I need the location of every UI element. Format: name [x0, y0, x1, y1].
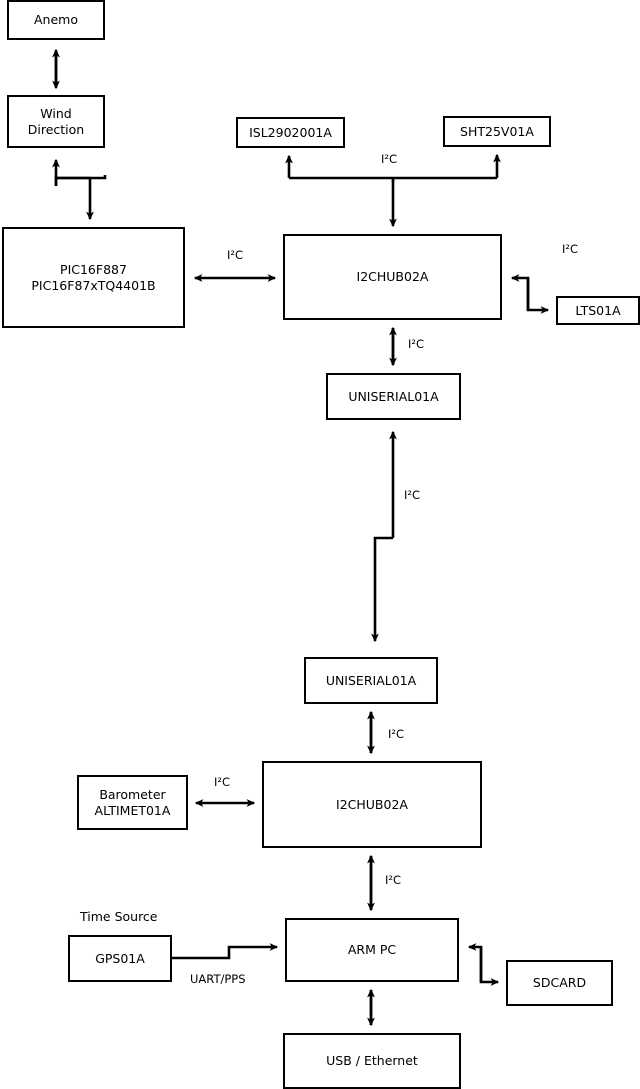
node-uniserial01a-top[interactable]: UNISERIAL01A: [326, 373, 461, 420]
wire-gps-arm: [172, 943, 279, 960]
node-anemo[interactable]: Anemo: [7, 0, 105, 40]
edge-label-i2c-hub-uniserial: I²C: [408, 337, 425, 351]
node-lts01a[interactable]: LTS01A: [556, 296, 640, 325]
node-i2chub02a-top-label: I2CHUB02A: [356, 269, 429, 285]
node-arm-pc[interactable]: ARM PC: [285, 918, 459, 982]
node-arm-pc-label: ARM PC: [347, 942, 397, 958]
node-lts01a-label: LTS01A: [575, 302, 621, 318]
node-i2chub02a-bottom-label: I2CHUB02A: [336, 796, 408, 812]
wire-hub-lts: [526, 278, 550, 314]
node-sdcard-label: SDCARD: [532, 975, 587, 991]
wire-lts-hub: [510, 274, 530, 310]
node-uniserial01a-bottom[interactable]: UNISERIAL01A: [304, 657, 438, 704]
node-pic-mcu-label: PIC16F887 PIC16F87xTQ4401B: [31, 261, 156, 293]
node-isl2902001a-label: ISL2902001A: [249, 124, 332, 140]
edge-label-i2c-pic-hub: I²C: [227, 248, 244, 262]
edge-label-i2c-uniserial-uniserial: I²C: [404, 488, 421, 502]
node-anemo-label: Anemo: [34, 12, 78, 28]
node-sdcard[interactable]: SDCARD: [506, 960, 613, 1006]
node-isl2902001a[interactable]: ISL2902001A: [236, 117, 345, 148]
node-usb-ethernet[interactable]: USB / Ethernet: [283, 1033, 461, 1089]
node-uniserial01a-top-label: UNISERIAL01A: [348, 388, 439, 404]
node-barometer-altimet01a[interactable]: Barometer ALTIMET01A: [77, 775, 188, 830]
edge-label-i2c-barometer: I²C: [214, 775, 231, 789]
wire-pic-wind-jog: [54, 175, 107, 186]
node-i2chub02a-bottom[interactable]: I2CHUB02A: [262, 761, 482, 848]
wire-arm-sdcard: [479, 947, 500, 986]
node-uniserial01a-bottom-label: UNISERIAL01A: [325, 672, 417, 688]
node-pic-mcu[interactable]: PIC16F887 PIC16F87xTQ4401B: [2, 227, 185, 328]
node-barometer-altimet01a-label: Barometer ALTIMET01A: [94, 786, 171, 818]
node-gps01a[interactable]: GPS01A: [68, 935, 172, 982]
edge-label-i2c-hub2-arm: I²C: [385, 873, 402, 887]
node-wind-direction-label: Wind Direction: [27, 105, 85, 137]
label-time-source: Time Source: [80, 909, 158, 924]
node-usb-ethernet-label: USB / Ethernet: [326, 1053, 418, 1069]
wire-sdcard-arm: [467, 943, 483, 982]
node-sht25v01a-label: SHT25V01A: [460, 123, 534, 139]
node-sht25v01a[interactable]: SHT25V01A: [443, 116, 551, 147]
edge-label-i2c-hub-lts: I²C: [562, 242, 579, 256]
edge-label-i2c-top-bus: I²C: [381, 152, 398, 166]
node-wind-direction[interactable]: Wind Direction: [7, 95, 105, 148]
wire-uni-uni-jog: [371, 536, 393, 643]
node-gps01a-label: GPS01A: [95, 950, 145, 966]
edge-label-i2c-uniserial-hub2: I²C: [388, 727, 405, 741]
node-i2chub02a-top[interactable]: I2CHUB02A: [283, 234, 502, 320]
edge-label-uart-pps: UART/PPS: [190, 972, 246, 986]
